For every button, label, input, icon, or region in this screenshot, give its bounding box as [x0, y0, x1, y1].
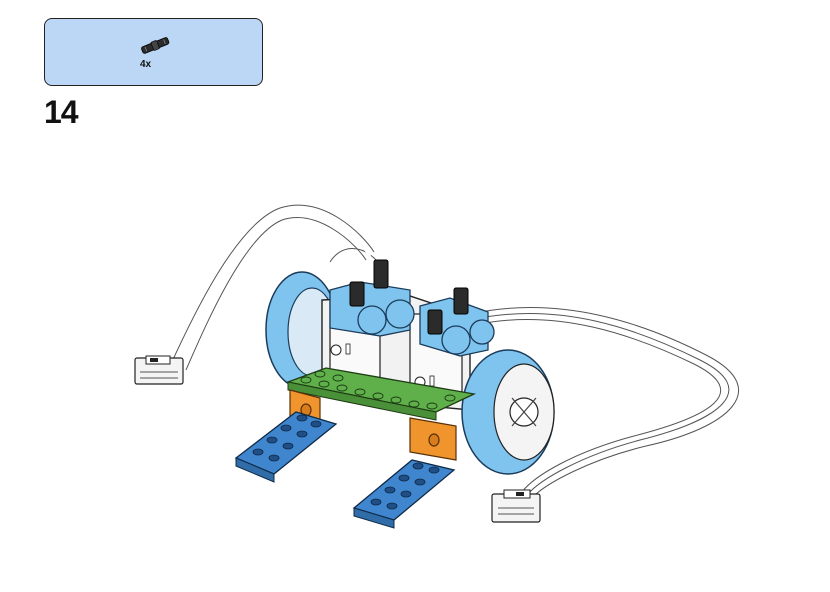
left-connector-plug — [134, 355, 184, 385]
right-cable — [469, 307, 740, 497]
parts-callout: 4x — [44, 18, 263, 86]
part-quantity: 4x — [140, 59, 152, 70]
step-number: 14 — [44, 94, 79, 130]
orange-bricks — [289, 389, 457, 461]
axle-connectors — [349, 259, 469, 335]
axle-connector-icon — [141, 37, 170, 54]
right-connector-plug — [491, 489, 541, 523]
right-blue-plate — [352, 459, 456, 529]
right-wheel — [461, 349, 555, 475]
green-plate — [285, 367, 477, 421]
left-blue-plate — [234, 411, 338, 483]
left-cable-fill — [176, 209, 372, 369]
